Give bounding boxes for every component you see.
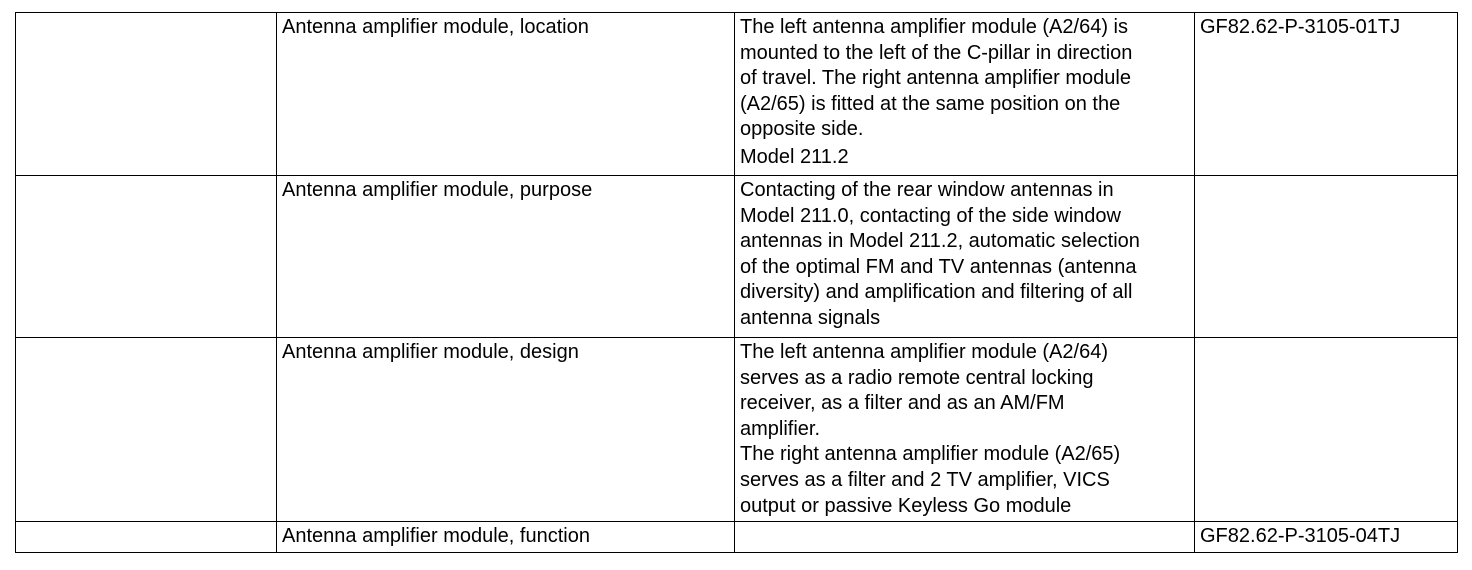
description-line: The right antenna amplifier module (A2/6… <box>740 443 1121 466</box>
description-line: antennas in Model 211.2, automatic selec… <box>740 230 1140 253</box>
description-line: diversity) and amplification and filteri… <box>740 281 1133 304</box>
description-line: Contacting of the rear window antennas i… <box>740 179 1114 201</box>
description-line: amplifier. <box>740 417 821 440</box>
empty-cell <box>15 337 277 522</box>
topic-cell: Antenna amplifier module, function <box>276 521 735 553</box>
table-row: Antenna amplifier module, location The l… <box>15 12 1458 176</box>
description-line: serves as a radio remote central locking <box>740 366 1094 389</box>
description-line: of the optimal FM and TV antennas (anten… <box>740 255 1137 278</box>
description-cell: The left antenna amplifier module (A2/64… <box>734 337 1195 522</box>
model-note: Model 211.2 <box>740 145 849 168</box>
description-line: output or passive Keyless Go module <box>740 494 1072 517</box>
description-line: (A2/65) is fitted at the same position o… <box>740 92 1121 115</box>
topic-label: Antenna amplifier module, design <box>282 341 579 363</box>
table-row: Antenna amplifier module, design The lef… <box>15 337 1458 522</box>
description-line: Model 211.0, contacting of the side wind… <box>740 204 1121 227</box>
description-line: of travel. The right antenna amplifier m… <box>740 67 1131 90</box>
description-line: serves as a filter and 2 TV amplifier, V… <box>740 468 1110 491</box>
description-line: The left antenna amplifier module (A2/64… <box>740 16 1128 38</box>
table-row: Antenna amplifier module, purpose Contac… <box>15 175 1458 338</box>
reference-cell: GF82.62-P-3105-01TJ <box>1194 12 1458 176</box>
topic-cell: Antenna amplifier module, design <box>276 337 735 522</box>
empty-cell <box>15 521 277 553</box>
document-table: Antenna amplifier module, location The l… <box>15 12 1458 553</box>
topic-label: Antenna amplifier module, purpose <box>282 179 593 201</box>
reference-link[interactable]: GF82.62-P-3105-04TJ <box>1200 525 1401 547</box>
empty-cell <box>15 175 277 338</box>
topic-cell: Antenna amplifier module, purpose <box>276 175 735 338</box>
description-cell: The left antenna amplifier module (A2/64… <box>734 12 1195 176</box>
description-line: opposite side. <box>740 118 864 141</box>
topic-label: Antenna amplifier module, location <box>282 16 589 38</box>
topic-cell: Antenna amplifier module, location <box>276 12 735 176</box>
table-row: Antenna amplifier module, function GF82.… <box>15 521 1458 553</box>
reference-cell <box>1194 175 1458 338</box>
reference-cell: GF82.62-P-3105-04TJ <box>1194 521 1458 553</box>
reference-link[interactable]: GF82.62-P-3105-01TJ <box>1200 16 1401 38</box>
reference-cell <box>1194 337 1458 522</box>
description-cell: Contacting of the rear window antennas i… <box>734 175 1195 338</box>
description-cell <box>734 521 1195 553</box>
description-line: mounted to the left of the C-pillar in d… <box>740 41 1133 64</box>
description-line: The left antenna amplifier module (A2/64… <box>740 341 1108 363</box>
description-line: antenna signals <box>740 306 881 329</box>
description-line: receiver, as a filter and as an AM/FM <box>740 392 1065 415</box>
empty-cell <box>15 12 277 176</box>
topic-label: Antenna amplifier module, function <box>282 525 590 547</box>
